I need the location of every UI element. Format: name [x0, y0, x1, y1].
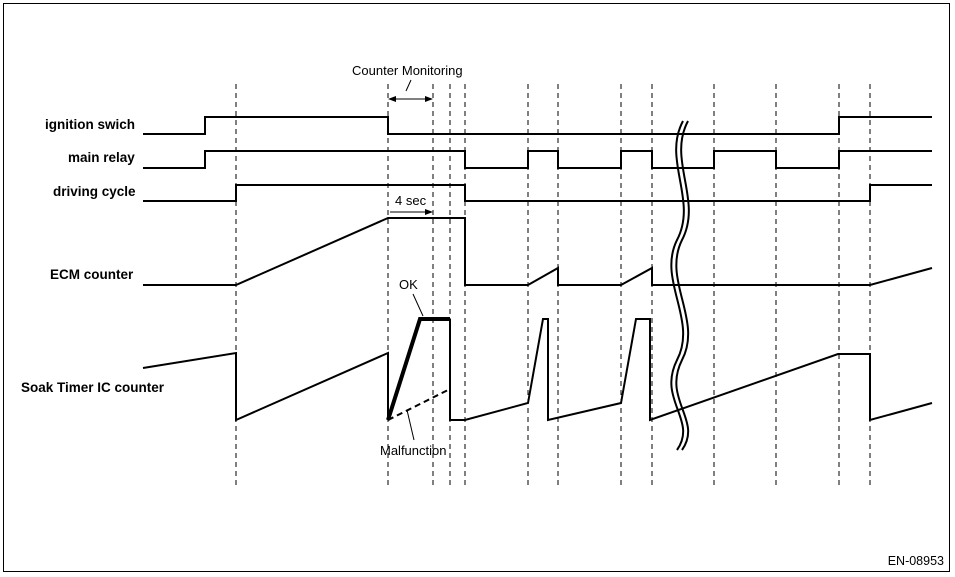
annotation-malfunction: Malfunction	[380, 443, 446, 458]
ok-leader	[412, 293, 424, 317]
annotation-4-sec: 4 sec	[395, 193, 427, 208]
time-break-right	[675, 120, 690, 451]
soak-malfunction-dashed	[387, 388, 451, 421]
waveform-ignition	[143, 116, 932, 135]
label-ecm-counter: ECM counter	[50, 267, 134, 282]
waveform-main-relay	[143, 150, 932, 169]
counter-monitoring-arrowhead-right	[425, 96, 433, 102]
counter-monitoring-leader	[405, 79, 412, 92]
annotation-ok: OK	[399, 277, 418, 292]
four-sec-arrowhead	[425, 209, 433, 215]
waveform-driving-cycle	[143, 184, 932, 202]
waveform-soak-timer	[142, 351, 389, 422]
malfunction-leader	[406, 409, 415, 441]
figure-code: EN-08953	[888, 554, 944, 568]
diagram-frame	[3, 3, 950, 572]
waveform-soak-timer-cont	[449, 318, 933, 422]
label-main-relay: main relay	[68, 150, 135, 165]
label-soak-timer: Soak Timer IC counter	[21, 380, 165, 395]
annotation-counter-monitoring: Counter Monitoring	[352, 63, 463, 78]
label-ignition: ignition swich	[45, 117, 135, 132]
time-break-left	[670, 120, 685, 451]
waveform-ecm-counter	[143, 217, 933, 286]
soak-ok-ramp	[386, 317, 450, 421]
counter-monitoring-arrowhead-left	[388, 96, 396, 102]
label-driving-cycle: driving cycle	[53, 184, 136, 199]
